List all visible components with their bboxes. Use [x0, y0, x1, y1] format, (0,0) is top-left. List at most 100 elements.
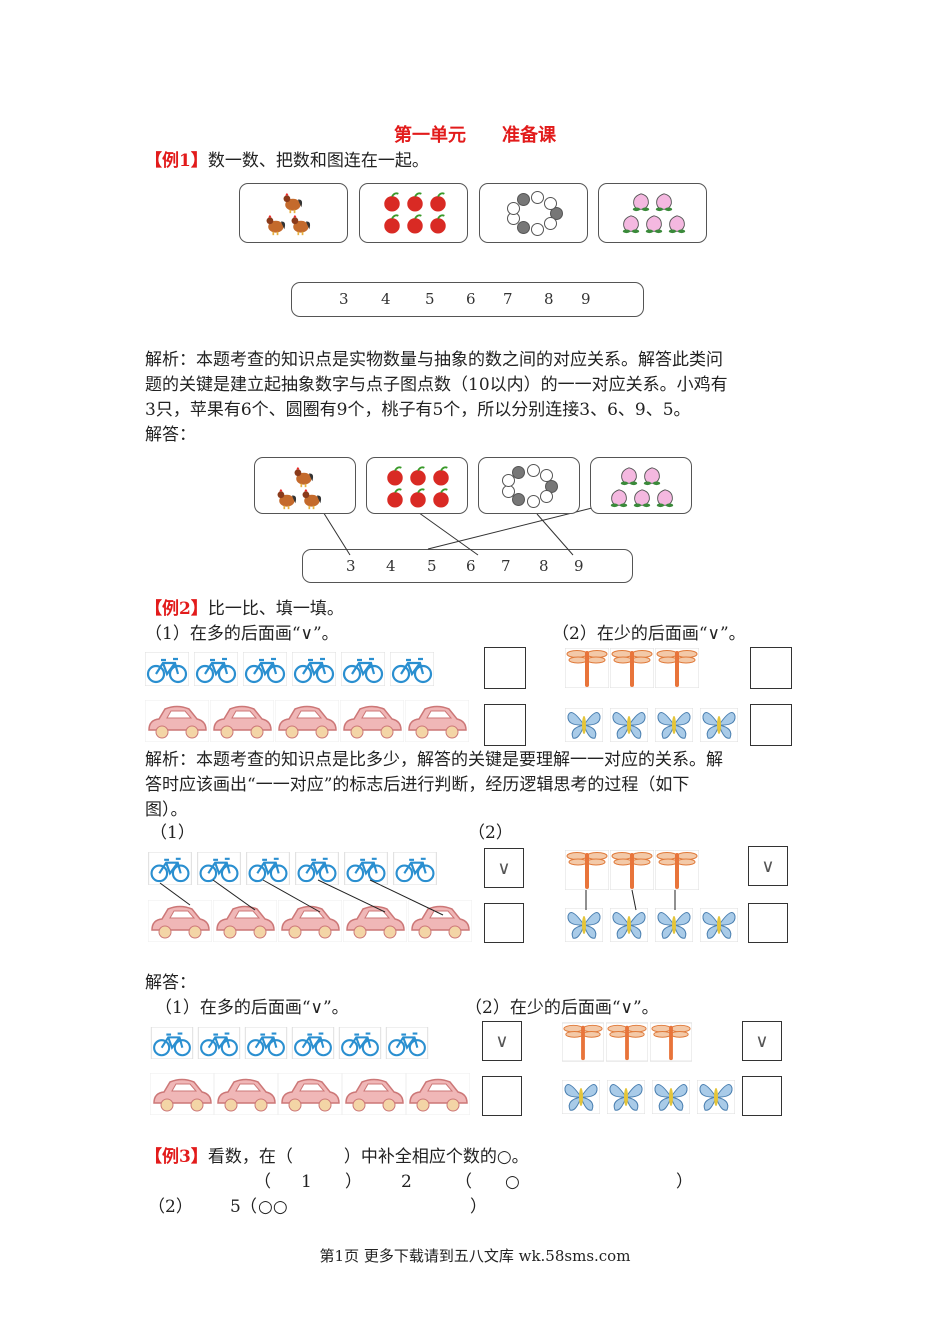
number-6[interactable]: 6 [466, 290, 476, 308]
answer-box-butterflies[interactable] [748, 903, 788, 943]
peach-icon [609, 488, 629, 508]
answer-box-bikes-checked[interactable]: ∨ [484, 848, 524, 888]
number-5[interactable]: 5 [425, 290, 435, 308]
butterfly-row [565, 708, 738, 742]
bicycle-icon [341, 652, 385, 686]
analysis-2: 解析：本题考查的知识点是比多少，解答的关键是要理解一一对应的关系。解 答时应该画… [145, 748, 810, 823]
analysis-line: 答时应该画出“一一对应”的标志后进行判断，经历逻辑思考的过程（如下 [145, 775, 690, 795]
circle-icon [531, 191, 545, 205]
butterfly-row [562, 1080, 735, 1114]
butterfly-icon [655, 708, 693, 742]
number-4[interactable]: 4 [386, 557, 396, 575]
circle-icon [506, 201, 520, 215]
apple-icon [408, 488, 428, 508]
number-8[interactable]: 8 [544, 290, 554, 308]
chicken-icon [281, 192, 303, 214]
chicken-icon [275, 488, 297, 510]
analysis-line: 图）。 [145, 800, 188, 820]
answer-box-cars[interactable] [484, 903, 524, 943]
chicken-icon [292, 466, 314, 488]
number-6[interactable]: 6 [466, 557, 476, 575]
item-number: （2） [148, 1197, 193, 1217]
apple-icon [431, 466, 451, 486]
car-row [145, 700, 469, 742]
example-3-heading: 【例3】看数，在（ ）中补全相应个数的○。 [145, 1147, 529, 1167]
car-icon [343, 900, 407, 942]
butterfly-icon [562, 1080, 600, 1114]
answer-box-bikes-checked[interactable]: ∨ [482, 1021, 522, 1061]
picture-box-apple [366, 457, 468, 514]
butterfly-row [565, 908, 738, 942]
butterfly-icon [607, 1080, 645, 1114]
number-4[interactable]: 4 [381, 290, 391, 308]
answer-box-dragonflies-checked[interactable]: ∨ [748, 846, 788, 886]
number-9[interactable]: 9 [581, 290, 591, 308]
example-tag: 【例3】 [145, 1147, 208, 1167]
peach-icon [621, 214, 641, 234]
number-box: 3 4 5 6 7 8 9 [291, 282, 644, 317]
car-icon [275, 700, 339, 742]
answer-box-butterflies[interactable] [750, 704, 792, 746]
given-number: 2 [401, 1172, 412, 1192]
answer-box-butterflies[interactable] [742, 1076, 782, 1116]
analysis-line: 解析：本题考查的知识点是比多少，解答的关键是要理解一一对应的关系。解 [145, 750, 723, 770]
butterfly-icon [610, 708, 648, 742]
number-8[interactable]: 8 [539, 557, 549, 575]
number-7[interactable]: 7 [503, 290, 513, 308]
bicycle-icon [393, 852, 437, 885]
apple-icon [428, 192, 448, 212]
circle-answer-field[interactable]: ○○ [258, 1197, 288, 1217]
dragonfly-icon [650, 1022, 692, 1062]
answer-box-dragonflies-checked[interactable]: ∨ [742, 1021, 782, 1061]
bicycle-icon [295, 852, 339, 885]
car-icon [210, 700, 274, 742]
circle-icon [512, 465, 525, 479]
answer-label: 解答： [145, 973, 196, 993]
bicycle-row [150, 1027, 429, 1059]
number-7[interactable]: 7 [501, 557, 511, 575]
car-row [150, 1073, 470, 1115]
butterfly-icon [655, 908, 693, 942]
analysis-line: 题的关键是建立起抽象数字与点子图点数（10以内）的一一对应关系。小鸡有 [145, 375, 728, 395]
circle-icon [512, 493, 525, 507]
analysis-line: 解析：本题考查的知识点是实物数量与抽象的数之间的对应关系。解答此类问 [145, 350, 723, 370]
answer-box-cars[interactable] [484, 704, 526, 746]
number-3[interactable]: 3 [339, 290, 349, 308]
picture-box-apple [359, 183, 468, 243]
circle-answer-field[interactable]: ○ [505, 1172, 520, 1192]
peach-icon [654, 192, 674, 212]
circle-icon [526, 495, 540, 509]
number-3[interactable]: 3 [346, 557, 356, 575]
answer-number-box: 3 4 5 6 7 8 9 [302, 549, 633, 583]
car-icon [406, 1073, 470, 1115]
analysis-line: 3只，苹果有6个、圆圈有9个，桃子有5个，所以分别连接3、6、9、5。 [145, 400, 691, 420]
paren: ） [676, 1172, 693, 1192]
given-number: 5 [230, 1197, 241, 1217]
paren: （ [240, 1197, 257, 1217]
dragonfly-row [565, 648, 699, 688]
car-icon [148, 900, 212, 942]
butterfly-icon [610, 908, 648, 942]
car-icon [213, 900, 277, 942]
chicken-icon [300, 488, 322, 510]
dragonfly-icon [565, 648, 609, 688]
number-5[interactable]: 5 [427, 557, 437, 575]
car-icon [340, 700, 404, 742]
answer-box-bikes[interactable] [484, 647, 526, 689]
example-tag: 【例1】 [145, 151, 208, 171]
question-1: （1）在多的后面画“∨”。 [145, 624, 339, 644]
apple-icon [385, 488, 405, 508]
picture-box-chick [254, 457, 356, 514]
circle-icon [544, 196, 558, 210]
circle-icon [516, 220, 530, 234]
circle-icon [539, 469, 553, 483]
answer-box-cars[interactable] [482, 1076, 522, 1116]
answer-question-2: （2）在少的后面画“∨”。 [465, 998, 659, 1018]
chicken-icon [264, 214, 286, 236]
number-9[interactable]: 9 [574, 557, 584, 575]
car-icon [278, 1073, 342, 1115]
answer-box-dragonflies[interactable] [750, 647, 792, 689]
peach-icon [642, 466, 662, 486]
